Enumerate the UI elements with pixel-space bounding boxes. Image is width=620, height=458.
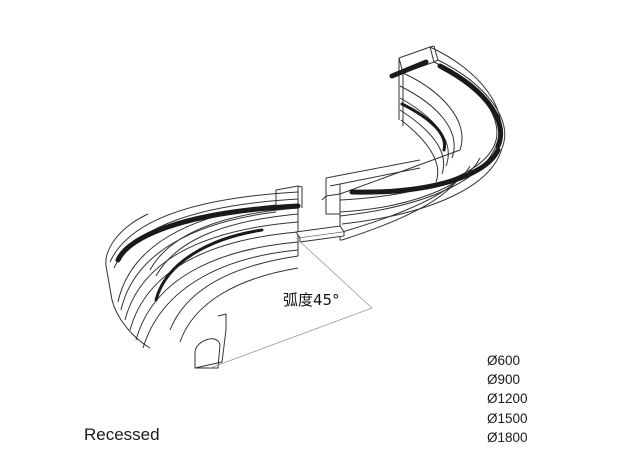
track-connector: [295, 225, 345, 243]
right-led-strip: [349, 59, 504, 195]
mounting-type-caption: Recessed: [84, 425, 160, 444]
diameter-item: Ø1800: [487, 429, 528, 445]
diameter-item: Ø1500: [487, 410, 528, 426]
diameter-item: Ø1200: [487, 391, 528, 407]
diameter-item: Ø900: [487, 372, 521, 388]
angle-guide-lines: [209, 237, 373, 369]
left-led-strip: [115, 203, 301, 302]
diameter-item: Ø600: [487, 353, 521, 368]
right-curved-track: [321, 45, 506, 241]
left-curved-track: [105, 185, 303, 369]
diameter-list: Ø600 Ø900 Ø1200 Ø1500 Ø1800: [487, 351, 528, 447]
angle-label: 弧度45°: [281, 289, 342, 310]
